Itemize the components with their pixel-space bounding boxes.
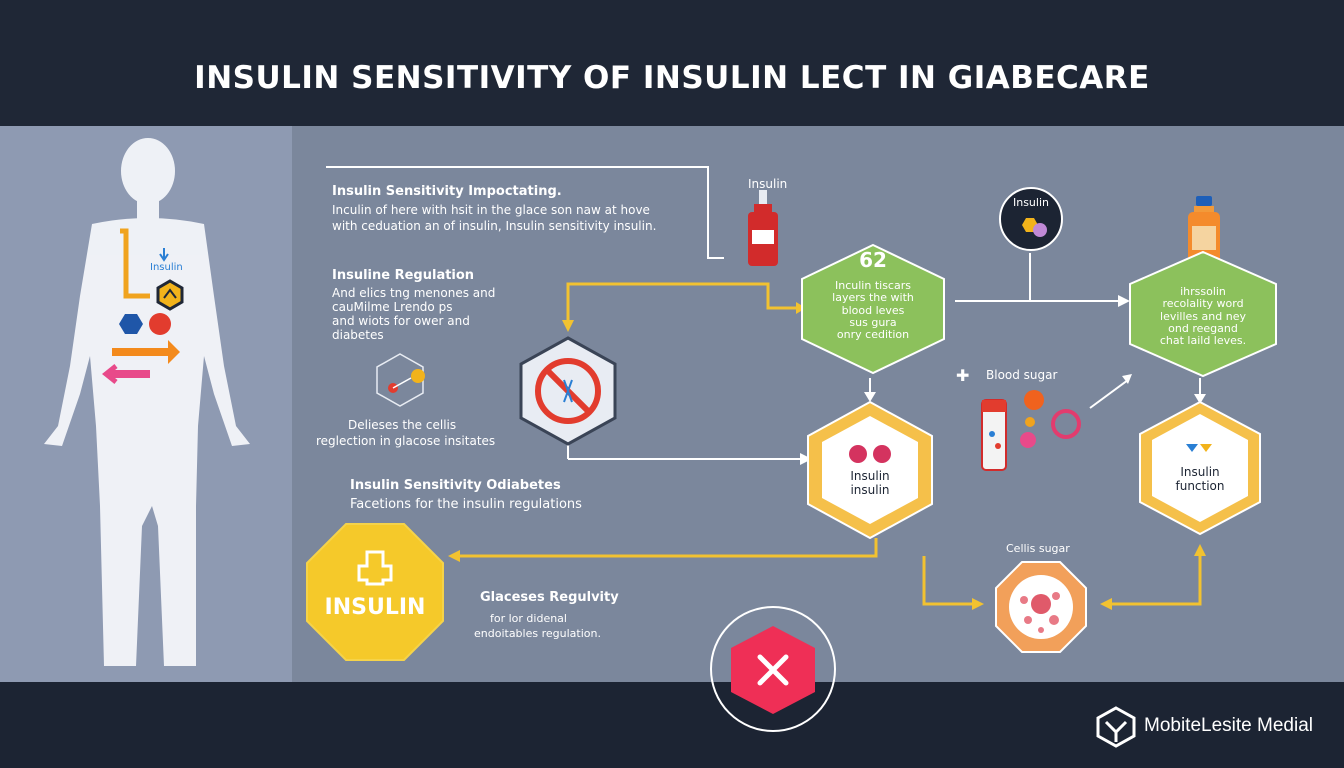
yellow-hexagon-2 <box>1139 400 1261 536</box>
plus-icon: ✚ <box>956 366 970 385</box>
green-hex-2-line-1: ihrssolin <box>1180 285 1226 298</box>
cells-note-line-2: reglection in glacose insitates <box>316 434 496 448</box>
brand-logo-icon <box>1096 706 1136 748</box>
sensitivity-note-line-1: Insulin Sensitivity Odiabetes <box>350 478 561 493</box>
green-hex-2-line-3: levilles and ney <box>1160 309 1246 323</box>
yellow-hex-1-line-1: Insulin <box>850 469 890 483</box>
regulation-line-3: and wiots for ower and <box>332 314 470 328</box>
cells-sugar-label: Cellis sugar <box>1006 542 1070 555</box>
footer-bar <box>0 682 1344 768</box>
green-hex-2-text: ihrssolin recolality word levilles and n… <box>1128 285 1278 348</box>
regulation-heading: Insuline Regulation <box>332 268 475 283</box>
green-hex-2-line-4: ond reegand <box>1168 321 1238 335</box>
green-hex-1-line-2: layers the with <box>832 291 914 305</box>
glucose-line-2: endoitables regulation. <box>474 627 601 640</box>
intro-heading: Insulin Sensitivity Impoctating. <box>332 184 562 199</box>
no-insulin-hexagon-icon <box>519 336 617 446</box>
main-panel <box>292 126 1344 682</box>
green-hex-1-text: Inculin tiscars layers the with blood le… <box>800 279 946 342</box>
bottle-label: Insulin <box>748 177 788 191</box>
glucose-heading: Glaceses Regulvity <box>480 590 619 605</box>
green-hex-2-line-5: chat laild leves. <box>1159 334 1247 348</box>
brand-name: MobiteLesite Medial <box>1144 715 1313 736</box>
blood-sugar-label: Blood sugar <box>986 368 1058 382</box>
page-title: INSULIN SENSITIVITY OF INSULIN LECT IN G… <box>194 60 1150 96</box>
cancel-icon[interactable] <box>708 606 838 732</box>
cell-hexagon-icon <box>376 353 425 407</box>
green-hexagon-2 <box>1129 250 1277 378</box>
intro-line-1: Inculin of here with hsit in the glace s… <box>332 203 650 217</box>
yellow-hex-2-line-2: function <box>1175 478 1225 493</box>
human-body-figure: Insulin <box>44 138 250 666</box>
yellow-hex-1-line-2: insulin <box>850 482 890 497</box>
insulin-bottle-icon <box>748 190 778 266</box>
regulation-line-1: And elics tng menones and <box>332 286 496 300</box>
blood-sugar-icons <box>981 390 1081 471</box>
sensitivity-note-line-2: Facetions for the insulin regulations <box>350 497 582 512</box>
regulation-line-4: diabetes <box>332 328 384 342</box>
green-hexagon-1 <box>801 243 945 375</box>
green-hex-1-number: 62 <box>859 248 887 272</box>
yellow-hex-2-line-1: Insulin <box>1180 465 1220 479</box>
arrow-down-icon <box>159 248 169 262</box>
yellow-hex-2-text: Insulin function <box>1138 465 1262 494</box>
insulin-octagon <box>306 523 444 661</box>
green-hex-1-line-3: blood leves <box>841 303 905 317</box>
insulin-circle-label: Insulin <box>1012 196 1049 209</box>
cells-note-line-1: Delieses the cellis <box>348 418 457 432</box>
green-hex-1-line-4: sus gura <box>849 315 897 329</box>
green-hex-1-line-5: onry cedition <box>836 328 910 342</box>
header-bar: INSULIN SENSITIVITY OF INSULIN LECT IN G… <box>0 0 1344 126</box>
intro-line-2: with ceduation an of insulin, Insulin se… <box>332 219 657 233</box>
yellow-hexagon-1 <box>807 400 933 540</box>
brand-logo: MobiteLesite Medial <box>1094 706 1313 748</box>
green-hex-1-line-1: Inculin tiscars <box>835 279 911 292</box>
insulin-circle-icon <box>999 187 1063 251</box>
svg-text:Insulin: Insulin <box>150 262 183 273</box>
green-hex-2-line-2: recolality word <box>1162 297 1244 311</box>
cell-octagon-icon <box>995 561 1087 653</box>
regulation-line-2: cauMilme Lrendo ps <box>332 300 453 314</box>
insulin-octagon-label: INSULIN <box>324 595 426 620</box>
yellow-hex-1-text: Insulin insulin <box>806 469 934 498</box>
glucose-line-1: for lor didenal <box>490 612 567 625</box>
